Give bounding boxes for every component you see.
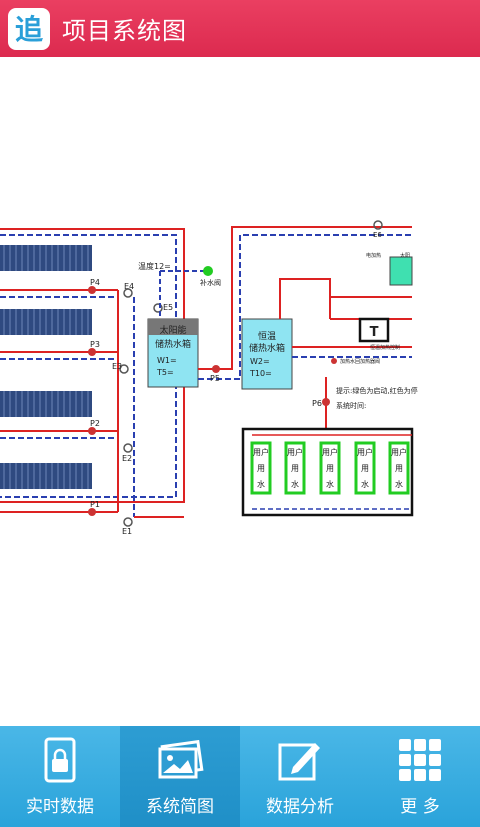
app-logo-icon: 追	[8, 7, 50, 50]
tab-realtime-data[interactable]: 实时数据	[0, 726, 120, 827]
svg-text:补水阀: 补水阀	[200, 278, 221, 287]
svg-text:E2: E2	[122, 454, 132, 463]
outlet-char: 户	[295, 447, 303, 457]
edit-icon	[276, 736, 324, 784]
svg-text:系统时间:: 系统时间:	[336, 401, 366, 410]
outlet-char: 户	[261, 447, 269, 457]
outlet-char: 水	[361, 479, 369, 489]
temperature-sensor: 温度12= 补水阀	[138, 261, 221, 319]
outlet-char: 用	[257, 464, 265, 473]
svg-text:P1: P1	[90, 500, 100, 509]
user-water-outlet: 用户用水	[354, 441, 376, 495]
outlet-char: 用	[291, 464, 299, 473]
svg-text:E6: E6	[373, 231, 382, 239]
svg-text:温度12=: 温度12=	[138, 261, 171, 271]
user-water-outlets: 用户用水用户用水用户用水用户用水用户用水	[250, 441, 410, 495]
tab-label: 数据分析	[266, 797, 334, 817]
outlet-char: 用	[391, 448, 399, 457]
hint-area: P6 提示:绿色为启动,红色为停 系统时间:	[312, 377, 418, 429]
tab-data-analysis[interactable]: 数据分析	[240, 726, 360, 827]
collector-panels	[0, 245, 92, 489]
svg-text:P5: P5	[210, 374, 220, 383]
tab-more[interactable]: 更 多	[360, 726, 480, 827]
grid-icon	[396, 736, 444, 784]
user-water-outlet: 用户用水	[388, 441, 410, 495]
outlet-char: 用	[326, 464, 334, 473]
svg-text:T: T	[370, 325, 379, 340]
bottom-tab-bar: 实时数据 系统简图 数据分析	[0, 726, 480, 827]
tab-system-diagram[interactable]: 系统简图	[120, 726, 240, 827]
svg-text:E3: E3	[112, 362, 122, 371]
outlet-char: 水	[395, 479, 403, 489]
svg-text:加热水回加热器阀: 加热水回加热器阀	[340, 358, 380, 365]
outlet-char: 用	[395, 464, 403, 473]
outlet-char: 用	[287, 448, 295, 457]
left-pumps: P4 P3 P2 P1	[88, 278, 100, 516]
picture-icon	[156, 736, 204, 784]
svg-text:E1: E1	[122, 527, 132, 536]
svg-text:P2: P2	[90, 419, 100, 428]
tab-label: 系统简图	[146, 797, 214, 817]
outlet-char: 户	[399, 447, 407, 457]
middle-pipes: P5	[198, 226, 412, 383]
svg-text:E5: E5	[163, 303, 173, 312]
page-title: 项目系统图	[62, 17, 187, 45]
user-water-outlet: 用户用水	[319, 441, 341, 495]
svg-text:太阳能: 太阳能	[159, 324, 186, 336]
outlet-char: 用	[253, 448, 261, 457]
svg-text:提示:绿色为启动,红色为停: 提示:绿色为启动,红色为停	[336, 386, 418, 395]
svg-text:W2=: W2=	[250, 357, 270, 366]
outlet-char: 用	[361, 464, 369, 473]
svg-text:储热水箱: 储热水箱	[155, 338, 191, 350]
svg-text:W1=: W1=	[157, 356, 177, 365]
svg-text:P3: P3	[90, 340, 100, 349]
tab-label: 实时数据	[26, 797, 94, 817]
tab-label: 更 多	[400, 797, 440, 817]
outlet-char: 用	[357, 448, 365, 457]
constant-temp-tank: 恒温 储热水箱 W2= T10=	[241, 318, 293, 390]
outlet-char: 户	[330, 447, 338, 457]
svg-text:P6: P6	[312, 399, 322, 408]
svg-text:T10=: T10=	[249, 369, 272, 378]
svg-text:E4: E4	[124, 282, 134, 291]
user-water-outlet: 用户用水	[284, 441, 306, 495]
svg-text:恒温: 恒温	[258, 330, 276, 342]
svg-text:P4: P4	[90, 278, 100, 287]
outlet-char: 用	[322, 448, 330, 457]
title-bar: 追 项目系统图	[0, 0, 480, 57]
solar-storage-tank: 太阳能 储热水箱 W1= T5=	[147, 318, 199, 388]
heater-area: T 恒温加热控制 电加热 太阳 E6 加热水回加热器阀	[279, 220, 413, 365]
user-water-outlet: 用户用水	[250, 441, 272, 495]
svg-text:T5=: T5=	[156, 368, 174, 377]
svg-text:电加热: 电加热	[366, 252, 381, 259]
svg-text:储热水箱: 储热水箱	[249, 342, 285, 354]
outlet-char: 水	[291, 479, 299, 489]
outlet-char: 水	[326, 479, 334, 489]
svg-text:恒温加热控制: 恒温加热控制	[370, 344, 400, 351]
phone-lock-icon	[36, 736, 84, 784]
outlet-char: 户	[365, 447, 373, 457]
svg-text:追: 追	[15, 13, 44, 46]
svg-text:太阳: 太阳	[400, 252, 410, 259]
outlet-char: 水	[257, 479, 265, 489]
left-valves: E4 E5 E3 E2 E1	[112, 282, 173, 536]
system-diagram[interactable]: P4 P3 P2 P1 E4 E5 E3 E2 E1	[0, 57, 480, 726]
